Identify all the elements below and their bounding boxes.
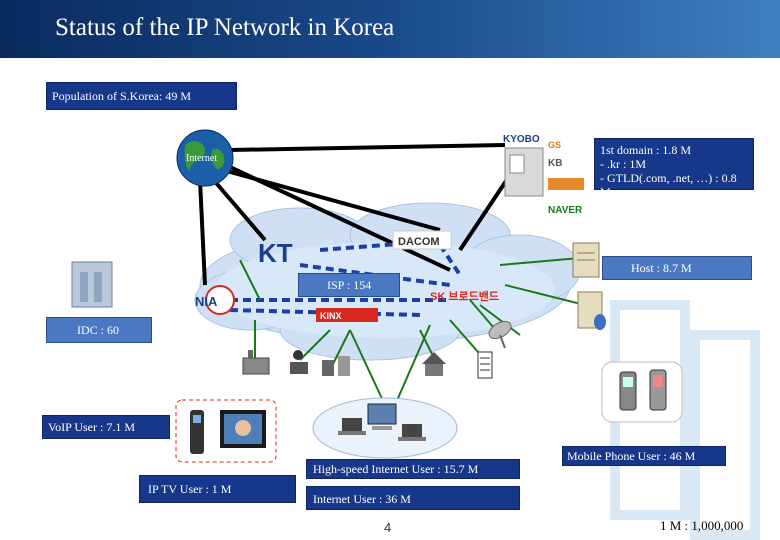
domain-total-text: 1st domain : 1.8 M	[600, 143, 692, 157]
background-decoration	[690, 330, 760, 540]
domain-gtld-text: - GTLD(.com, .net, …) : 0.8 M	[600, 171, 737, 199]
provider-kb-logo: KB	[548, 158, 562, 169]
domain-kr-text: - .kr : 1M	[600, 157, 646, 171]
provider-kyobo-logo: KYOBO	[503, 134, 540, 145]
factory-icon	[242, 350, 270, 375]
iptv-label: IP TV User : 1 M	[139, 475, 296, 503]
internet-globe-icon	[176, 129, 234, 187]
idc-building-icon	[71, 261, 113, 308]
globe-label: Internet	[186, 153, 217, 164]
provider-gs-logo: GS	[548, 140, 561, 150]
office-user-icon	[290, 350, 308, 374]
apartment-icon	[477, 351, 493, 379]
voip-label: VoIP User : 7.1 M	[42, 415, 170, 439]
isp-kt-logo: KT	[258, 238, 293, 268]
mobile-area	[601, 361, 683, 423]
internet-user-label: Internet User : 36 M	[306, 486, 520, 510]
internet-links	[198, 143, 512, 286]
building-icon	[322, 356, 350, 376]
population-label: Population of S.Korea: 49 M	[46, 82, 237, 110]
host-label: Host : 8.7 M	[602, 256, 752, 280]
idc-label: IDC : 60	[46, 317, 152, 343]
isp-nia-logo: NIA	[195, 294, 218, 309]
provider-naver-logo: NAVER	[548, 205, 583, 216]
home-icon	[422, 352, 446, 376]
isp-label: ISP : 154	[298, 273, 400, 297]
high-speed-label: High-speed Internet User : 15.7 M	[306, 459, 520, 479]
mobile-label: Mobile Phone User : 46 M	[562, 446, 726, 466]
header-bar: Status of the IP Network in Korea	[0, 0, 780, 58]
isp-dacom-logo: DACOM	[398, 236, 440, 248]
voip-phone-icon	[190, 410, 204, 454]
desktop-pc-icon	[367, 403, 397, 430]
database-server-icon	[577, 291, 606, 330]
satellite-dish-icon	[488, 320, 512, 349]
page-title: Status of the IP Network in Korea	[55, 14, 395, 41]
isp-kinx-logo: KINX	[320, 311, 342, 321]
iptv-screen-icon	[220, 410, 266, 448]
laptop-icon	[338, 418, 426, 441]
content-provider-server-icon	[504, 147, 544, 197]
host-server-icon	[572, 242, 600, 278]
mobile-phone-icon	[619, 369, 667, 411]
domain-info-label: 1st domain : 1.8 M - .kr : 1M - GTLD(.co…	[594, 138, 754, 199]
scale-note: 1 M : 1,000,000	[660, 518, 744, 533]
isp-sk-logo: SK 브로드밴드	[430, 289, 499, 303]
voip-iptv-area	[175, 399, 277, 463]
page-number: 4	[384, 520, 392, 535]
